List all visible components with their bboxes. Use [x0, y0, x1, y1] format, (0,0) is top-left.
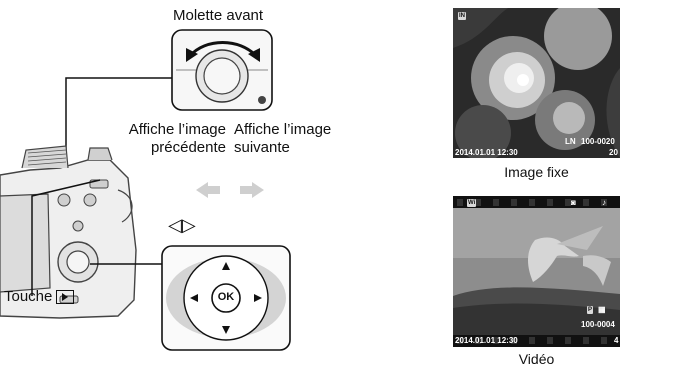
previous-image-line1: Affiche l’image: [128, 121, 226, 138]
still-image-caption: Image fixe: [504, 164, 569, 180]
movie-screen: Wi ◙ ♪ P ▦ 100-0004 2014.01.01 12:30 4: [453, 196, 620, 347]
still-photo: [453, 8, 620, 158]
movie-caption: Vidéo: [518, 351, 555, 367]
still-frame-count: 20: [609, 148, 618, 157]
playback-button-label: Touche: [4, 288, 75, 306]
still-mode-icon: IN: [458, 12, 466, 20]
direction-arrows: [196, 182, 264, 198]
play-button-leader-line: [31, 179, 101, 296]
movie-stabilizer-icon: ▦: [598, 305, 606, 314]
front-dial-label: Molette avant: [173, 7, 264, 24]
camera-body: [0, 145, 137, 319]
movie-mode-badge: P: [587, 306, 594, 314]
playback-icon: [56, 290, 75, 304]
dial-leader-line: [65, 77, 172, 158]
movie-frame-count: 4: [614, 336, 619, 345]
movie-wifi-icon: Wi: [467, 199, 477, 207]
playback-button-text: Touche: [4, 288, 53, 305]
movie-sound-icon: ♪: [602, 198, 606, 207]
previous-image-label: Affiche l’image précédente: [98, 121, 226, 157]
still-quality-badge: LN: [565, 137, 576, 146]
next-image-line1: Affiche l’image: [234, 121, 332, 138]
still-image-screen: IN LN 100-0020 2014.01.01 12:30 20: [453, 8, 620, 158]
next-image-line2: suivante: [234, 139, 290, 156]
movie-file-number: 100-0004: [581, 320, 615, 329]
arrow-pad-symbol: ◁▷: [168, 215, 196, 236]
arrow-pad-zoom: [161, 245, 291, 351]
still-file-number: 100-0020: [581, 137, 615, 146]
previous-image-line2: précédente: [150, 139, 226, 156]
ok-button-label: OK: [217, 291, 235, 303]
next-image-label: Affiche l’image suivante: [234, 121, 331, 157]
movie-datetime: 2014.01.01 12:30: [455, 336, 518, 345]
movie-camera-icon: ◙: [571, 198, 576, 207]
front-dial-zoom: [171, 29, 273, 111]
still-datetime: 2014.01.01 12:30: [455, 148, 518, 157]
camera-diagram: [0, 29, 291, 351]
